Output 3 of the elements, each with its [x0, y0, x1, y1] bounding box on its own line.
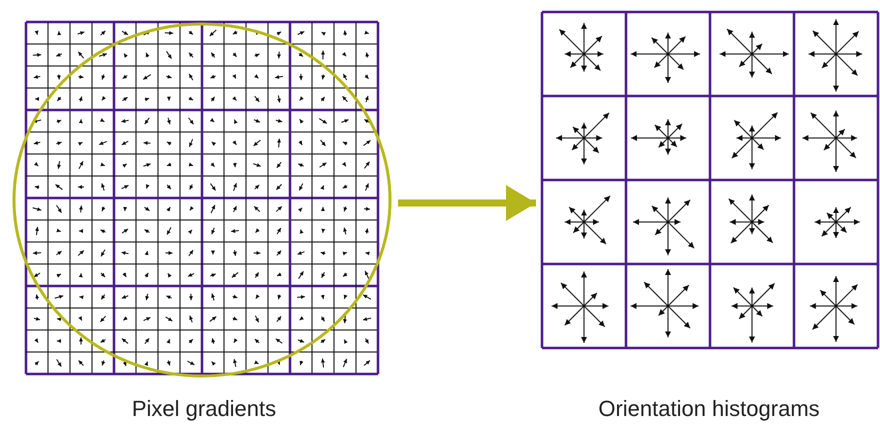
- arrow: [398, 185, 536, 221]
- node-label: Orientation histograms: [598, 396, 820, 422]
- node-label: Pixel gradients: [132, 396, 276, 422]
